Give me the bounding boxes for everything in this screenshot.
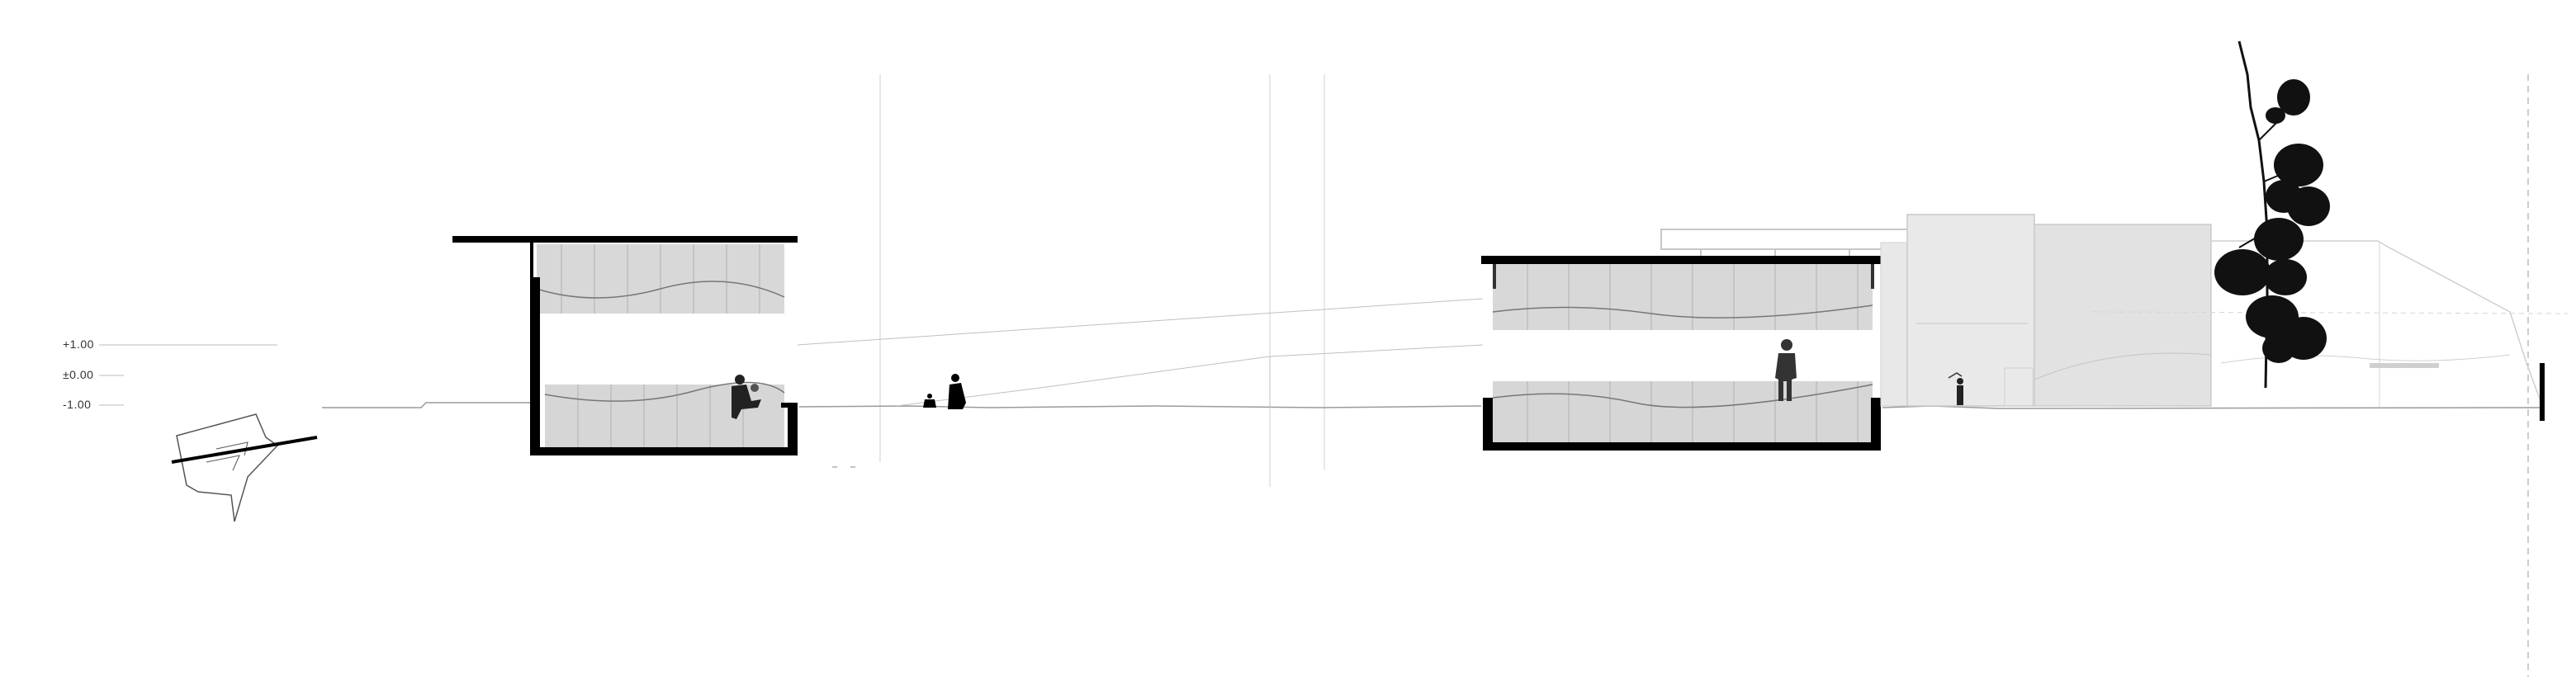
site-plan-keymap-icon (171, 413, 318, 522)
left-pavilion-section (452, 236, 798, 455)
right-left-wall (1483, 398, 1493, 451)
left-wall (530, 277, 540, 455)
background-building-tall (1906, 214, 2035, 407)
background-building-right (2034, 224, 2212, 407)
person-silhouette-icon (1948, 372, 1963, 405)
level-label-plus-one: +1.00 (63, 337, 94, 351)
tree-silhouette-icon (2214, 40, 2330, 389)
right-floor-slab (1483, 442, 1881, 451)
background-elevation (1660, 214, 2569, 421)
pergola-frame (1660, 229, 1910, 250)
end-post (2540, 363, 2545, 421)
person-silhouette-icon (1775, 339, 1797, 401)
left-roof-slab (452, 236, 798, 243)
reference-lines (879, 74, 2529, 677)
right-floor-infill (1493, 381, 1873, 444)
level-label-zero: ±0.00 (63, 368, 94, 381)
slope-lines (797, 298, 1484, 408)
level-label-minus-one: -1.00 (63, 398, 92, 411)
right-roof-slab (1481, 256, 1881, 264)
level-guides (99, 344, 277, 406)
right-pavilion-section (1481, 256, 1881, 451)
background-far-frame (2211, 240, 2544, 408)
background-bench (2370, 363, 2439, 368)
left-floor-slab (530, 447, 798, 455)
right-right-wall (1871, 398, 1881, 451)
right-ceiling-infill (1493, 264, 1873, 330)
right-wall (788, 403, 798, 455)
ground-line (322, 402, 2544, 409)
person-silhouette-icon (923, 374, 966, 409)
person-silhouette-icon (732, 375, 761, 419)
